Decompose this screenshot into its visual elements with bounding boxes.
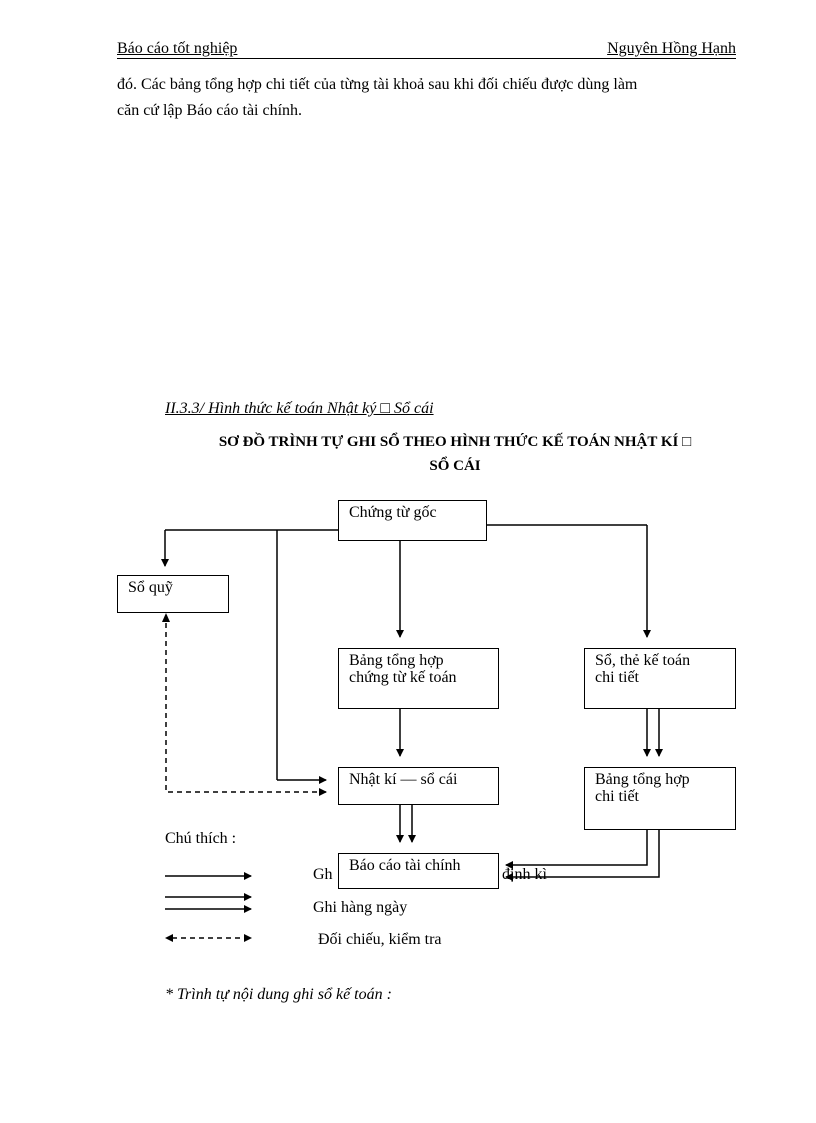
legend-cuoi-ky-left: Gh: [313, 866, 333, 883]
arrow-chi-tiet-to-bao-cao-b: [505, 829, 660, 881]
box-so-quy-label: Sổ quỹ: [128, 579, 173, 596]
check-link-so-quy-nhat-ki: [165, 623, 327, 796]
legend-cuoi-ky-right: định kì: [502, 866, 547, 883]
paragraph-line-1: đó. Các bảng tổng hợp chi tiết của từng …: [117, 76, 638, 93]
box-bang-chi-tiet-line-2: chi tiết: [595, 788, 639, 805]
box-bao-cao-tai-chinh: Báo cáo tài chính: [338, 853, 499, 889]
box-bao-cao-label: Báo cáo tài chính: [349, 857, 461, 874]
box-bang-tong-hop-line-1: Bảng tổng hợp: [349, 652, 444, 669]
arrow-chi-tiet-to-bao-cao-a: [505, 829, 648, 869]
box-bang-tong-hop-chi-tiet: Bảng tổng hợp chi tiết: [584, 767, 736, 830]
diagram-title: SƠ ĐỒ TRÌNH TỰ GHI SỔ THEO HÌNH THỨC KẾ …: [155, 430, 755, 478]
footer-note: * Trình tự nội dung ghi sổ kế toán :: [165, 986, 392, 1003]
header-title: Báo cáo tốt nghiệp: [117, 40, 238, 57]
legend-hang-ngay: Ghi hàng ngày: [313, 899, 408, 916]
box-bang-chi-tiet-line-1: Bảng tổng hợp: [595, 771, 690, 788]
box-so-the-ke-toan: Sổ, thẻ kế toán chi tiết: [584, 648, 736, 709]
box-bang-tong-hop-line-2: chứng từ kế toán: [349, 669, 457, 686]
box-so-the-line-1: Sổ, thẻ kế toán: [595, 652, 691, 669]
box-chung-tu-goc: Chứng từ gốc: [338, 500, 487, 541]
box-nhat-ki-so-cai: Nhật kí — sổ cái: [338, 767, 499, 805]
box-bang-tong-hop-chung-tu: Bảng tổng hợp chứng từ kế toán: [338, 648, 499, 709]
diagram-title-line-1: SƠ ĐỒ TRÌNH TỰ GHI SỔ THEO HÌNH THỨC KẾ …: [218, 434, 692, 450]
box-so-the-line-2: chi tiết: [595, 669, 639, 686]
body-paragraph: đó. Các bảng tổng hợp chi tiết của từng …: [117, 72, 737, 124]
box-nhat-ki-so-cai-label: Nhật kí — sổ cái: [349, 771, 458, 788]
legend-dashed-arrowhead-left: [165, 934, 173, 942]
box-chung-tu-goc-label: Chứng từ gốc: [349, 504, 437, 521]
legend-title: Chú thích :: [165, 830, 237, 847]
paragraph-line-2: căn cứ lập Báo cáo tài chính.: [117, 102, 303, 119]
header-rule: [117, 58, 736, 59]
diagram-title-line-2: SỔ CÁI: [429, 458, 481, 474]
check-link-arrowhead-up: [162, 613, 170, 622]
header-author: Nguyên Hồng Hạnh: [607, 40, 736, 57]
section-heading: II.3.3/ Hình thức kế toán Nhật ký □ Sổ c…: [165, 400, 434, 417]
legend-doi-chieu: Đối chiếu, kiểm tra: [318, 931, 442, 948]
box-so-quy: Sổ quỹ: [117, 575, 229, 613]
